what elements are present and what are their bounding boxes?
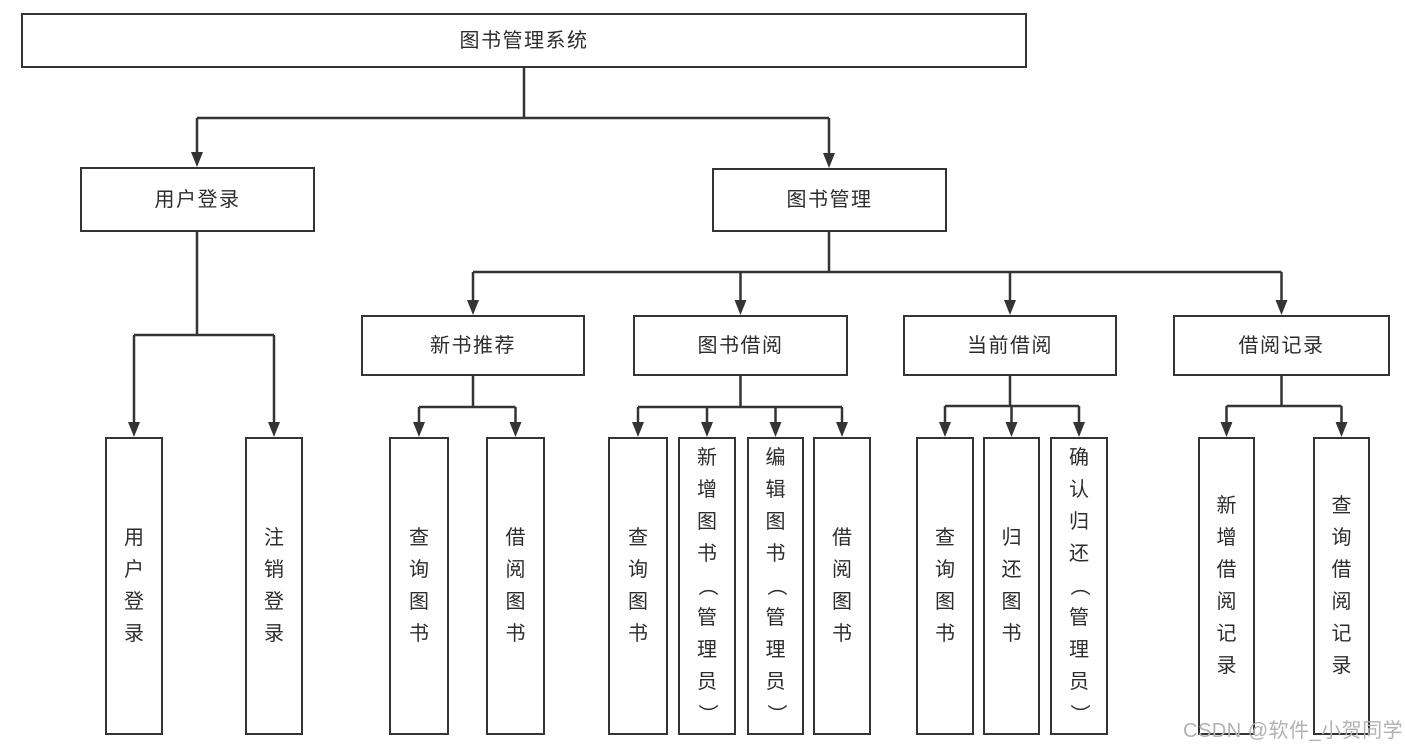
node-label: 编辑图书（管理员） (764, 447, 787, 724)
node-borrowing-records: 借阅记录 (1173, 315, 1390, 376)
node-system-root: 图书管理系统 (21, 13, 1027, 68)
node-label: 新增借阅记录 (1216, 495, 1237, 677)
leaf-edit-books-admin: 编辑图书（管理员） (747, 437, 804, 735)
leaf-query-books-borrowing: 查询图书 (608, 437, 668, 735)
leaf-add-books-admin: 新增图书（管理员） (678, 437, 736, 735)
leaf-borrow-books-recommendation: 借阅图书 (486, 437, 545, 735)
node-label: 用户登录 (124, 527, 144, 645)
arrowheads (128, 152, 1348, 437)
node-label: 查询图书 (935, 527, 955, 645)
node-label: 图书管理 (786, 189, 873, 211)
node-label: 查询图书 (628, 527, 648, 645)
node-label: 借阅记录 (1238, 334, 1325, 357)
leaf-logout: 注销登录 (245, 437, 303, 735)
node-label: 新增图书（管理员） (696, 447, 718, 724)
node-current-borrowing: 当前借阅 (903, 315, 1117, 376)
leaf-confirm-return-admin: 确认归还（管理员） (1050, 437, 1108, 735)
leaf-query-borrow-record: 查询借阅记录 (1313, 437, 1370, 735)
node-label: 图书管理系统 (459, 29, 589, 52)
node-label: 图书借阅 (697, 334, 784, 357)
node-book-borrowing: 图书借阅 (633, 315, 848, 376)
node-label: 借阅图书 (505, 527, 526, 645)
node-label: 查询图书 (409, 527, 429, 645)
node-label: 查询借阅记录 (1331, 495, 1352, 677)
leaf-borrow-books: 借阅图书 (813, 437, 871, 735)
node-label: 注销登录 (264, 527, 284, 645)
leaf-add-borrow-record: 新增借阅记录 (1198, 437, 1255, 735)
node-new-book-recommendation: 新书推荐 (361, 315, 585, 376)
leaf-query-books-current: 查询图书 (916, 437, 974, 735)
leaf-user-login: 用户登录 (105, 437, 163, 735)
node-label: 确认归还（管理员） (1068, 447, 1090, 724)
csdn-watermark: CSDN @软件_小贺同学 (1183, 720, 1404, 742)
node-label: 新书推荐 (430, 334, 516, 357)
leaf-return-books: 归还图书 (983, 437, 1040, 735)
node-label: 用户登录 (154, 188, 241, 211)
leaf-query-books-recommendation: 查询图书 (389, 437, 449, 735)
node-book-management: 图书管理 (712, 168, 947, 232)
node-user-login: 用户登录 (80, 167, 315, 232)
node-label: 借阅图书 (832, 527, 852, 645)
node-label: 当前借阅 (967, 334, 1053, 357)
node-label: 归还图书 (1001, 527, 1022, 645)
